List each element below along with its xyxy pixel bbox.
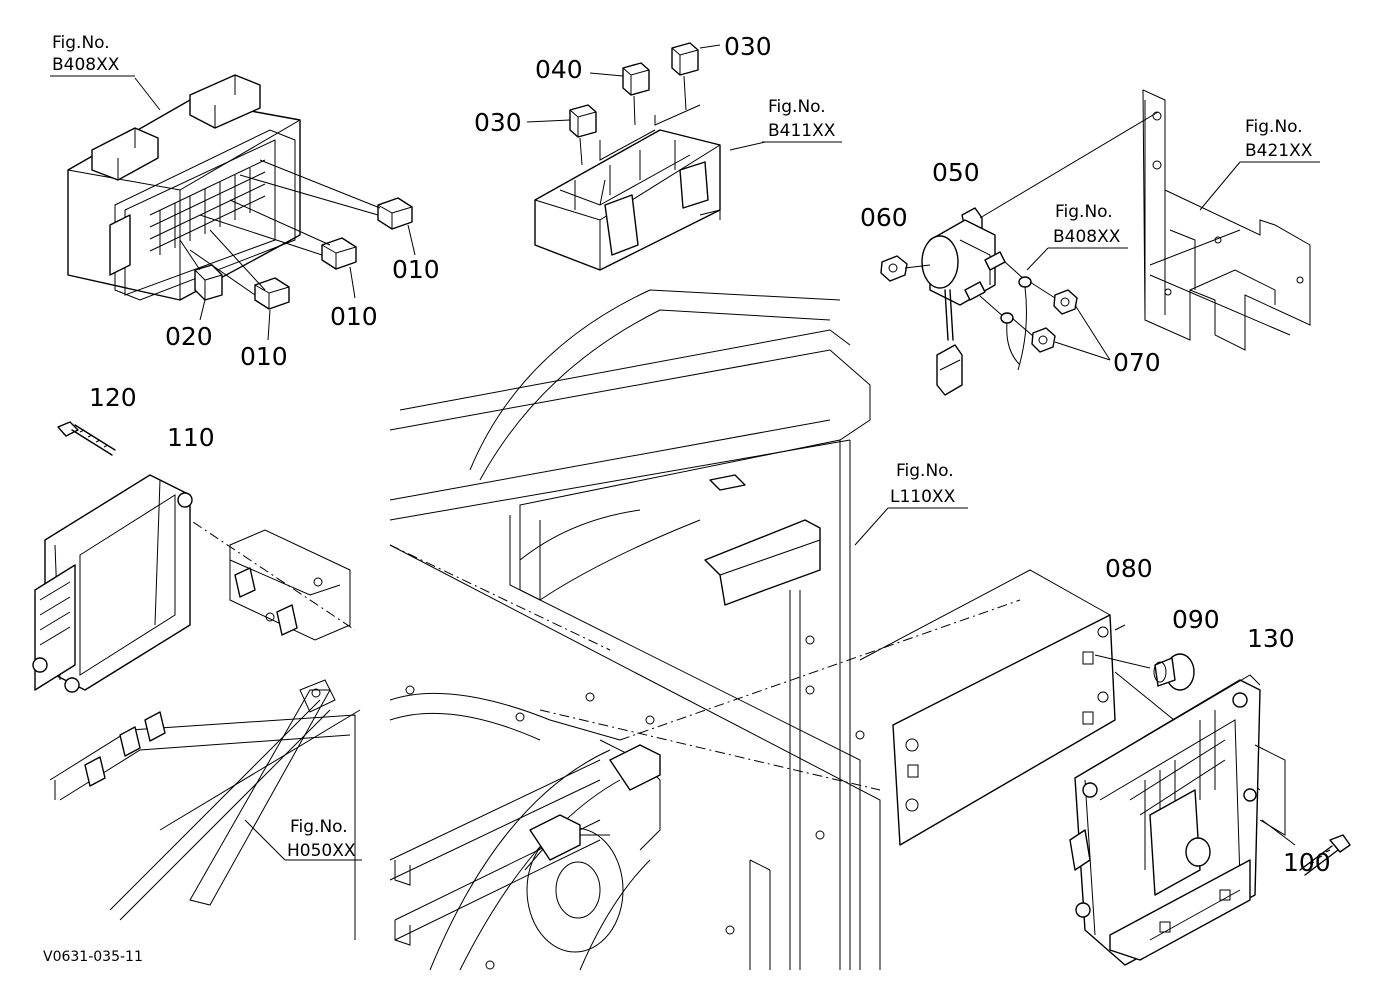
part-number-010: 010	[240, 342, 288, 371]
chassis-frame	[159, 289, 1021, 971]
part-number-020: 020	[165, 322, 213, 351]
part-number-030: 030	[724, 32, 772, 61]
part-numbers: 010 010 010 020 030 040 030 050 060 070 …	[89, 32, 1331, 877]
part-number-030: 030	[474, 108, 522, 137]
part-number-090: 090	[1172, 605, 1220, 634]
part-number-010: 010	[392, 255, 440, 284]
part-number-100: 100	[1283, 848, 1331, 877]
controller-110	[32, 421, 361, 940]
svg-text:Fig.No.: Fig.No.	[896, 461, 954, 481]
part-number-060: 060	[860, 203, 908, 232]
svg-text:Fig.No.: Fig.No.	[290, 817, 348, 837]
drawing-code: V0631-035-11	[43, 949, 143, 965]
svg-text:Fig.No.: Fig.No.	[1245, 117, 1303, 137]
svg-text:B408XX: B408XX	[52, 55, 120, 75]
relay-box-b408	[67, 74, 416, 341]
part-number-050: 050	[932, 158, 980, 187]
svg-text:Fig.No.: Fig.No.	[768, 97, 826, 117]
svg-text:Fig.No.: Fig.No.	[52, 33, 110, 53]
fig-ref-b408-top: Fig.No. B408XX	[52, 33, 120, 75]
part-number-010: 010	[330, 302, 378, 331]
leader-lines	[50, 75, 1320, 861]
fig-ref-h050: Fig.No. H050XX	[287, 817, 356, 861]
svg-text:B408XX: B408XX	[1053, 227, 1121, 247]
fig-ref-b421: Fig.No. B421XX	[1245, 117, 1313, 161]
svg-text:L110XX: L110XX	[890, 487, 956, 507]
bracket-b421	[1142, 89, 1311, 351]
relay-block-b411	[526, 42, 766, 271]
part-number-120: 120	[89, 383, 137, 412]
svg-text:B411XX: B411XX	[768, 121, 836, 141]
fig-ref-b408-relay: Fig.No. B408XX	[1053, 202, 1121, 247]
svg-text:H050XX: H050XX	[287, 841, 356, 861]
svg-text:Fig.No.: Fig.No.	[1055, 202, 1113, 222]
battery-relay-050	[880, 111, 1159, 396]
part-number-110: 110	[167, 423, 215, 452]
part-number-070: 070	[1113, 348, 1161, 377]
fig-ref-b411: Fig.No. B411XX	[768, 97, 836, 141]
part-number-130: 130	[1247, 624, 1295, 653]
part-number-040: 040	[535, 55, 583, 84]
svg-text:B421XX: B421XX	[1245, 141, 1313, 161]
part-number-080: 080	[1105, 554, 1153, 583]
fig-ref-l110: Fig.No. L110XX	[890, 461, 956, 507]
ecu-assembly	[859, 569, 1351, 966]
